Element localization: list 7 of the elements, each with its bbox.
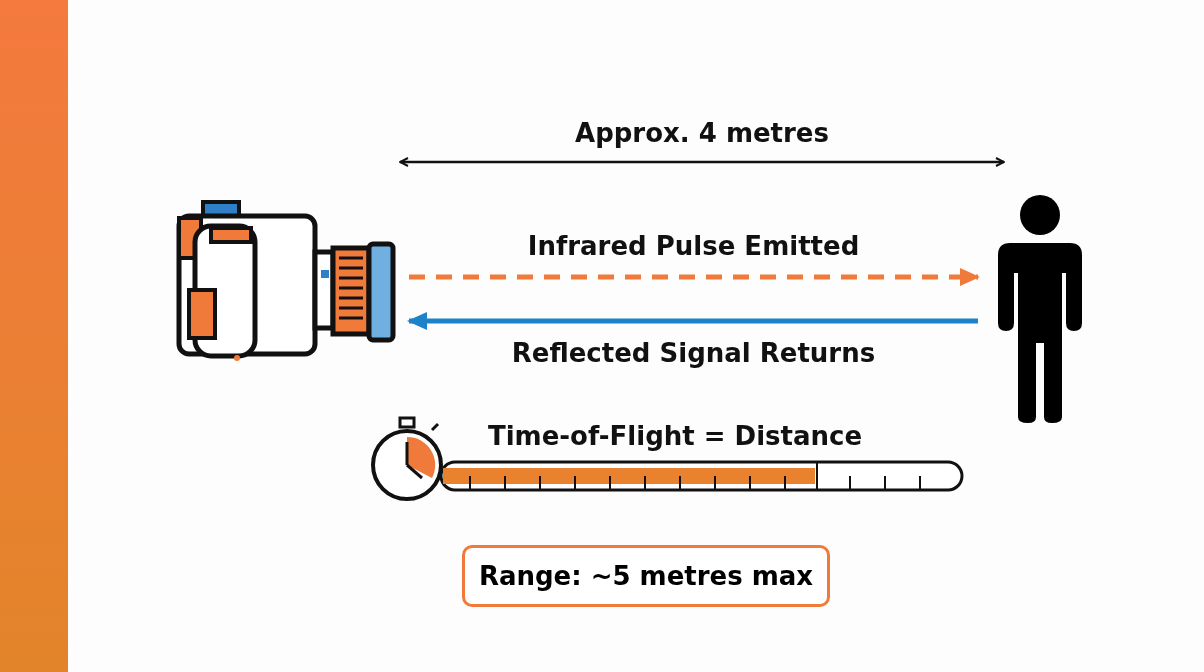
dimension-label: Approx. 4 metres xyxy=(575,118,829,148)
formula-text: Time-of-Flight = Distance xyxy=(487,421,863,451)
arrow xyxy=(407,312,978,330)
edge-label: Reflected Signal Returns xyxy=(511,338,876,368)
range-box: Range: ~5 metres max xyxy=(462,545,830,607)
arrow xyxy=(409,268,980,286)
edge-label: Infrared Pulse Emitted xyxy=(527,231,860,261)
